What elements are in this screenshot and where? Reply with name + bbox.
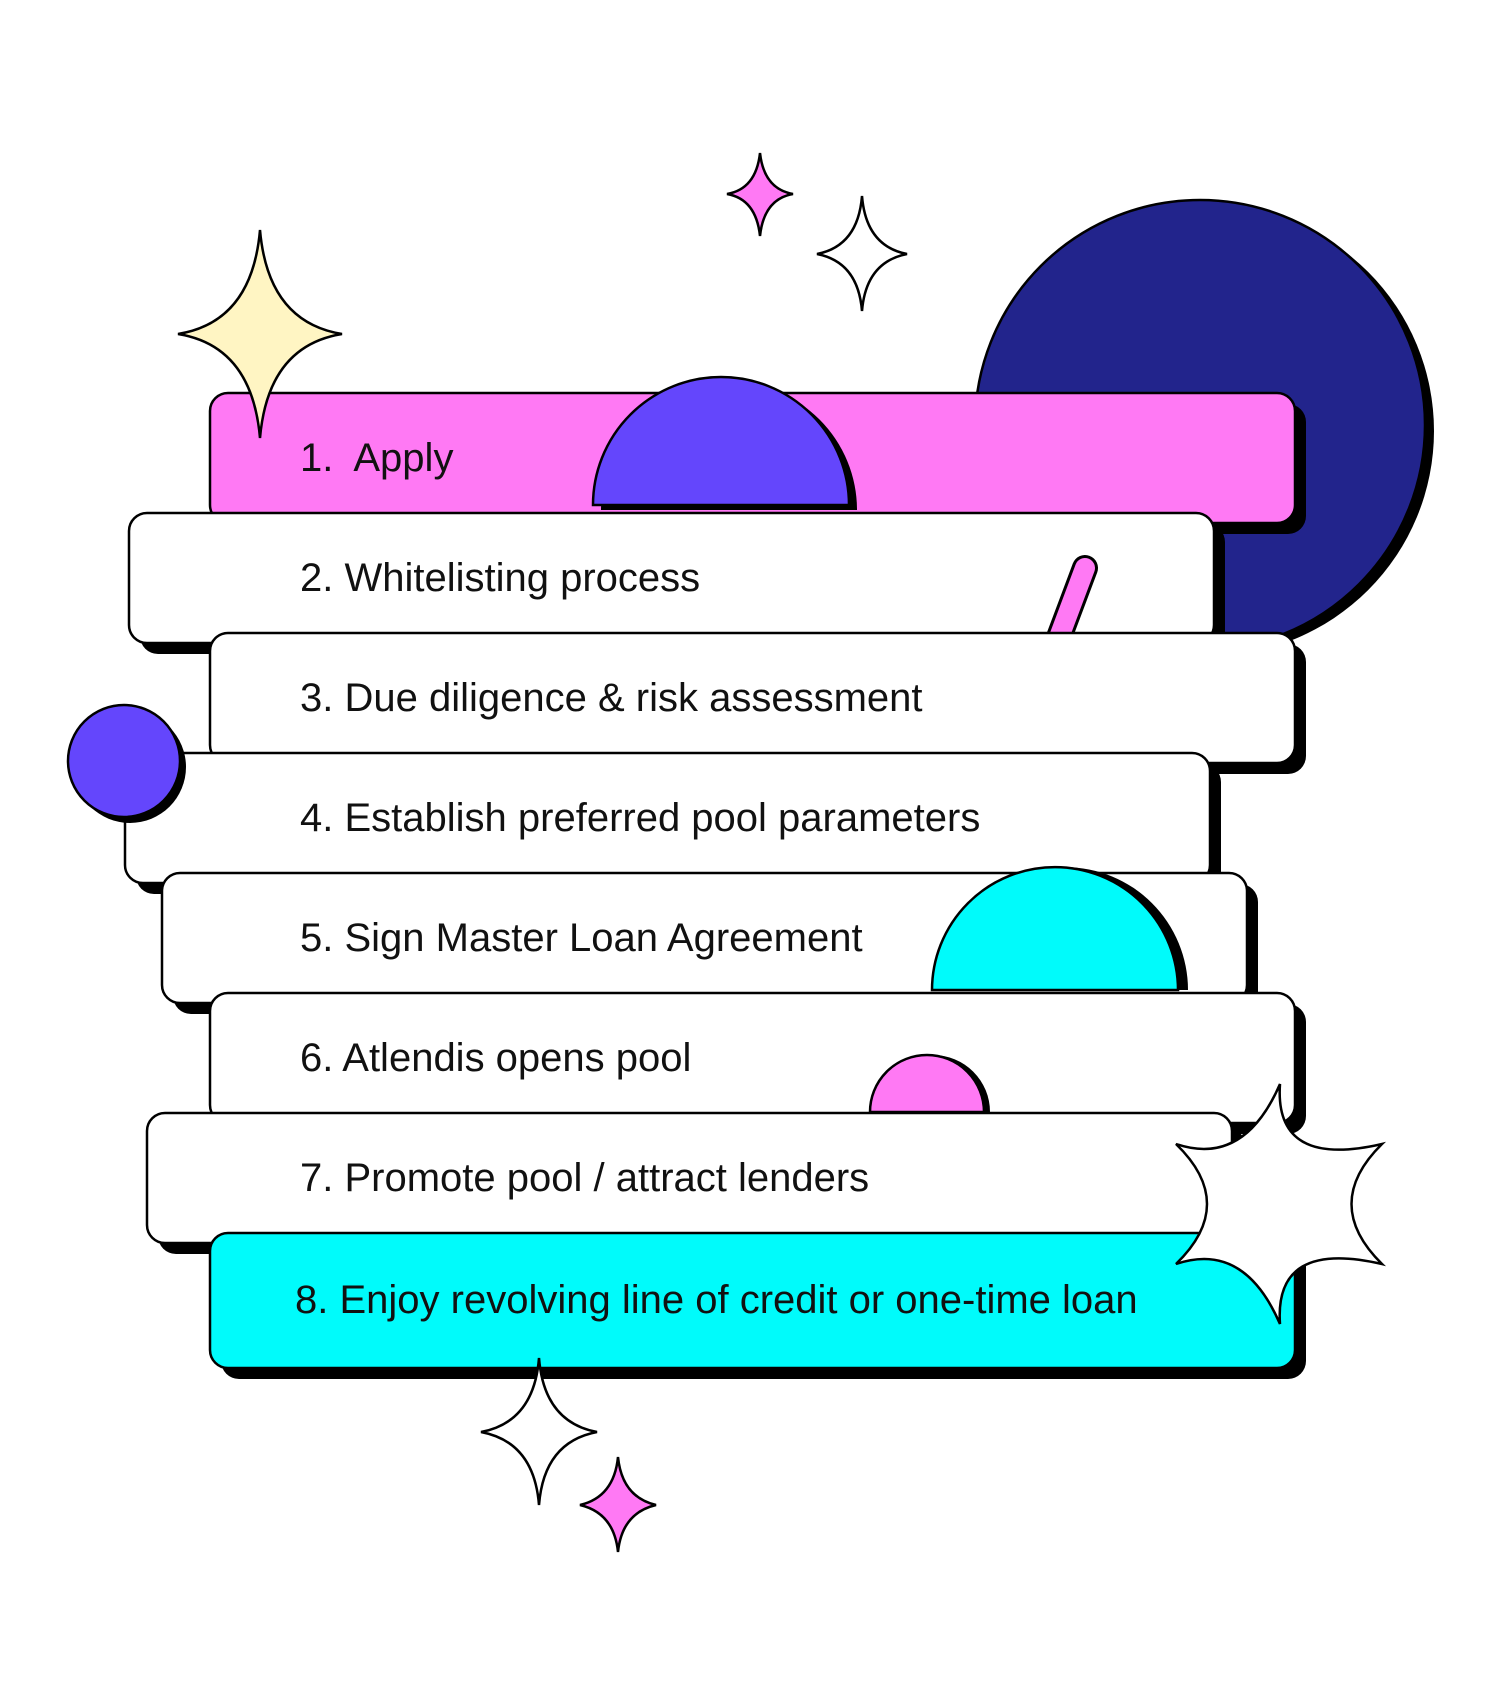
step-4-bar bbox=[123, 751, 1221, 894]
step-3-bar bbox=[208, 631, 1306, 774]
white-sparkle-top-icon bbox=[816, 195, 908, 312]
step-labels: 1. Apply 2. Whitelisting process 3. Due … bbox=[295, 436, 1138, 1322]
pink-sparkle-top-icon bbox=[726, 152, 794, 237]
step-2-bar bbox=[127, 511, 1225, 654]
cream-sparkle-icon bbox=[177, 229, 343, 439]
step-8-bar bbox=[208, 1231, 1306, 1379]
white-sparkle-bottom-icon bbox=[480, 1357, 598, 1506]
step-label-8: 8. Enjoy revolving line of credit or one… bbox=[295, 1278, 1138, 1322]
step-7-bar bbox=[145, 1111, 1243, 1254]
cyan-semicircle bbox=[930, 865, 1188, 992]
step-label-1: 1. Apply bbox=[300, 436, 453, 480]
step-label-2: 2. Whitelisting process bbox=[300, 556, 700, 600]
step-label-7: 7. Promote pool / attract lenders bbox=[300, 1156, 869, 1200]
step-label-5: 5. Sign Master Loan Agreement bbox=[300, 916, 863, 960]
step-label-4: 4. Establish preferred pool parameters bbox=[300, 796, 980, 840]
pink-semicircle bbox=[868, 1053, 990, 1114]
step-label-6: 6. Atlendis opens pool bbox=[300, 1036, 691, 1080]
violet-semicircle bbox=[591, 375, 857, 510]
pink-sparkle-bottom-icon bbox=[579, 1456, 657, 1553]
violet-coin bbox=[66, 703, 186, 823]
burst-star-icon bbox=[1175, 1083, 1387, 1325]
step-label-3: 3. Due diligence & risk assessment bbox=[300, 676, 923, 720]
